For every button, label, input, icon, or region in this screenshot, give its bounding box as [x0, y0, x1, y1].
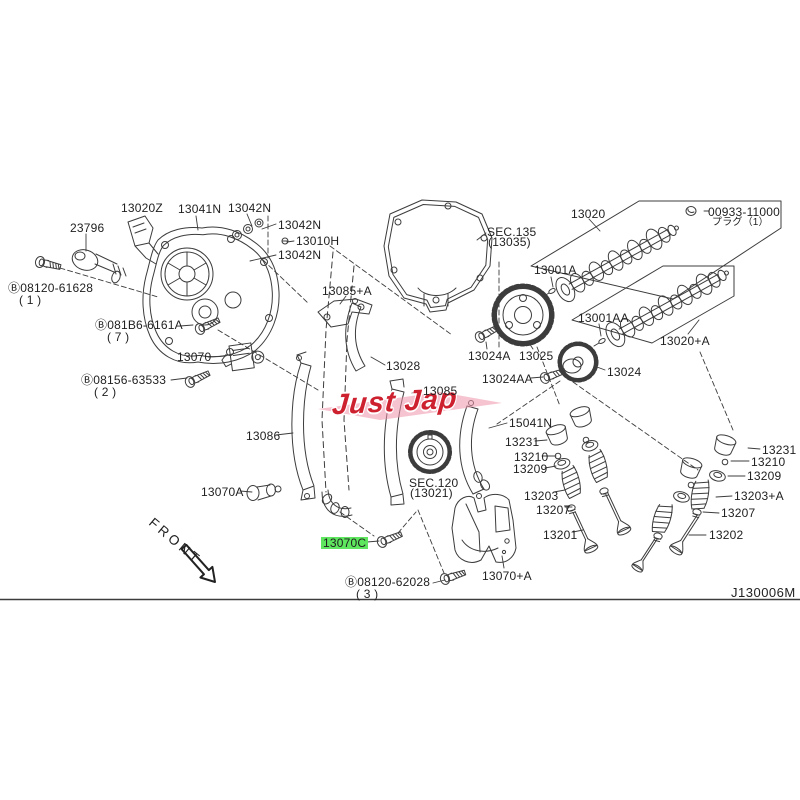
part-label-13231-L: 13231 [505, 435, 540, 449]
part-label-23796: 23796 [70, 221, 105, 235]
part-label-13024AA: 13024AA [482, 372, 533, 386]
crank-sprocket-drawing [410, 432, 450, 472]
front-arrow [182, 545, 215, 582]
watermark-swoosh [318, 392, 502, 420]
lower-cover-plate-drawing [452, 494, 516, 562]
camshaft-pins-drawing [544, 288, 606, 346]
part-label-b08120-61628: Ⓑ08120-61628 [8, 281, 94, 295]
part-label-13231-R: 13231 [762, 443, 797, 457]
camshaft-box-13020 [531, 201, 781, 299]
part-label-13024A: 13024A [468, 349, 511, 363]
chain-guide-13028-drawing [346, 299, 365, 372]
part-label-15041N: 15041N [509, 416, 553, 430]
part-label-13070+A: 13070+A [482, 569, 532, 583]
part-label-13020+A: 13020+A [660, 334, 710, 348]
part-label-qty-08120-61628: ( 1 ) [19, 293, 42, 307]
part-label-13207-R: 13207 [721, 506, 756, 520]
chain-guide-15041N-drawing [460, 401, 492, 499]
part-label-13042N-2: 13042N [278, 218, 322, 232]
part-label-13207-L: 13207 [536, 503, 571, 517]
part-label-13035: (13035) [488, 235, 531, 249]
part-label-13025: 13025 [519, 349, 554, 363]
part-label-qty-081B6-6161A: ( 7 ) [107, 330, 130, 344]
chain-tensioner-drawing [220, 341, 265, 372]
part-label-13070: 13070 [177, 350, 212, 364]
part-label-SEC135: SEC.135 [487, 225, 537, 239]
part-label-13010H: 13010H [296, 234, 340, 248]
part-label-13024: 13024 [607, 365, 642, 379]
part-label-13085+A: 13085+A [322, 284, 372, 298]
vtc-sprocket-drawing [494, 286, 552, 344]
studs-13042N-drawing [233, 219, 289, 244]
front-label: FRONT [146, 515, 205, 568]
bracket-13085A-drawing [318, 299, 372, 327]
part-label-b08156-63533: Ⓑ08156-63533 [81, 373, 167, 387]
tensioner-plug-13070A-drawing [247, 484, 281, 501]
part-label-13021: (13021) [410, 486, 453, 500]
part-label-13042N-1: 13042N [228, 201, 272, 215]
rear-cover-drawing [383, 199, 493, 313]
part-label-SEC120: SEC.120 [409, 476, 459, 490]
part-label-qty-08156-63533: ( 2 ) [94, 385, 117, 399]
part-label-13201: 13201 [543, 528, 578, 542]
bolt-08156-63533-drawing [183, 367, 212, 390]
part-label-plug-jp: プラグ（1） [712, 217, 769, 228]
part-label-13070C: 13070C [321, 536, 369, 550]
part-label-13203+A: 13203+A [734, 489, 784, 503]
plug-00933-icon [686, 207, 696, 216]
part-label-00933-11000: 00933-11000 [708, 205, 781, 219]
part-label-13209-L: 13209 [513, 462, 548, 476]
leader-lines [86, 211, 760, 583]
front-cover-drawing [142, 226, 280, 364]
part-label-13203-L: 13203 [524, 489, 559, 503]
part-label-13041N: 13041N [178, 202, 222, 216]
bolt-08120-61628-drawing [33, 255, 63, 273]
part-label-13085: 13085 [423, 384, 458, 398]
part-label-13001AA: 13001AA [578, 311, 629, 325]
sensor-connector-drawing [128, 216, 158, 264]
part-label-13020: 13020 [571, 207, 606, 221]
camshaft-13020-drawing [551, 215, 686, 306]
camshaft-box-13020A [572, 266, 734, 343]
cam-sensor-drawing [70, 246, 126, 284]
chain-guide-13086-drawing [292, 352, 315, 500]
dashed-reference-lines [60, 216, 733, 573]
part-label-b081B6-6161A: Ⓑ081B6-6161A [95, 318, 183, 332]
part-label-13086: 13086 [246, 429, 281, 443]
bolt-081B6-6161A-drawing [193, 314, 222, 337]
part-label-13070A: 13070A [201, 485, 244, 499]
part-label-13001A: 13001A [534, 263, 577, 277]
part-label-13210-L: 13210 [514, 450, 549, 464]
part-label-qty-08120-62028: ( 3 ) [356, 587, 379, 601]
part-label-13042N-3: 13042N [278, 248, 322, 262]
diagram-code: J130006M [731, 585, 796, 600]
part-label-13210-R: 13210 [751, 455, 786, 469]
part-label-b08120-62028: Ⓑ08120-62028 [345, 575, 431, 589]
part-label-13020Z: 13020Z [121, 201, 163, 215]
bolt-13024A-drawing [472, 321, 502, 345]
part-label-13028: 13028 [386, 359, 421, 373]
exhaust-sprocket-drawing [560, 344, 597, 381]
part-label-13202: 13202 [709, 528, 744, 542]
part-label-13209-R: 13209 [747, 469, 782, 483]
timing-chain-drawing [320, 252, 354, 518]
valve-group-exhaust-drawing [630, 432, 738, 574]
